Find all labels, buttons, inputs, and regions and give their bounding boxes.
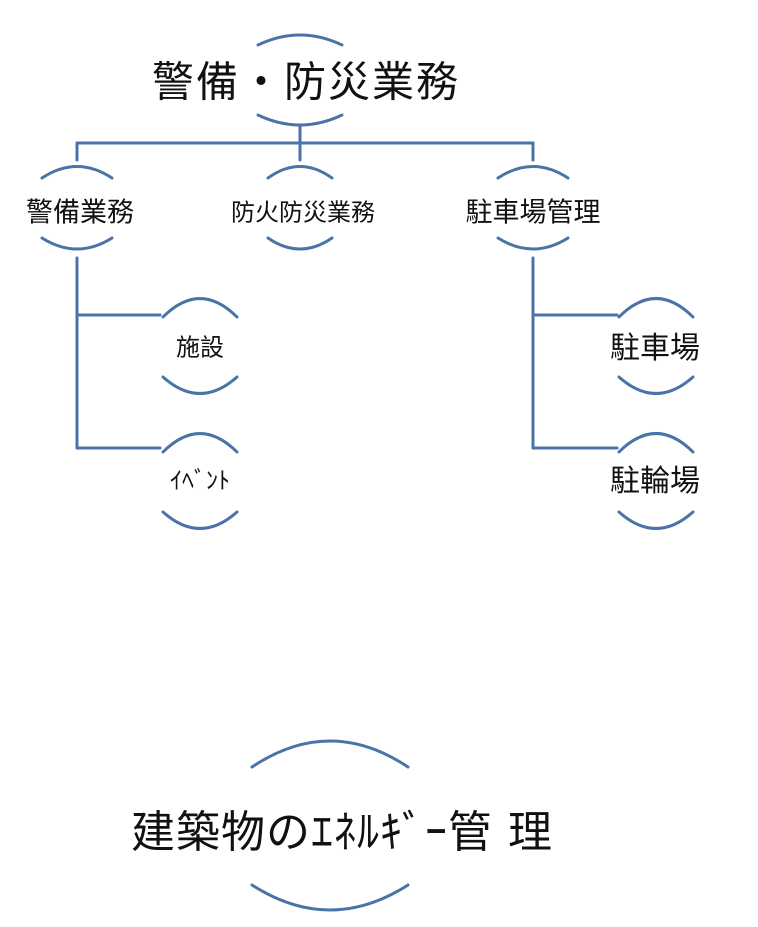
node-parking-top-arc	[496, 165, 570, 180]
node-shisetsu-bottom-arc	[161, 375, 239, 395]
bottom-node-top-arc	[250, 739, 410, 769]
node-chusha-label: 駐車場	[610, 331, 700, 366]
bottom-node-label: 建築物のｴﾈﾙｷﾞｰ管 理	[131, 807, 553, 858]
node-churin-bottom-arc	[617, 510, 695, 530]
node-event-top-arc	[161, 432, 239, 454]
node-parking-label: 駐車場管理	[465, 197, 601, 229]
node-chusha-bottom-arc	[617, 375, 695, 395]
node-churin-label: 駐輪場	[610, 464, 700, 499]
root-bus-line	[75, 125, 535, 145]
node-shisetsu-top-arc	[161, 297, 239, 319]
node-event-label: ｲﾍﾞﾝﾄ	[170, 466, 230, 495]
node-chusha-top-arc	[617, 297, 695, 319]
root-node-bottom-arc	[256, 113, 344, 127]
node-parking-bottom-arc	[496, 236, 570, 251]
node-shisetsu-label: 施設	[176, 333, 224, 362]
node-keibi-bottom-arc	[40, 236, 114, 251]
node-bouka-label: 防火防災業務	[231, 198, 375, 227]
node-event-bottom-arc	[161, 510, 239, 530]
root-node-label: 警備・防災業務	[151, 57, 461, 107]
bottom-node-bottom-arc	[250, 883, 410, 912]
node-bouka-top-arc	[266, 165, 334, 180]
node-bouka-bottom-arc	[266, 236, 334, 251]
root-node-top-arc	[256, 33, 344, 47]
node-keibi-label: 警備業務	[26, 197, 134, 229]
node-keibi-top-arc	[40, 165, 114, 180]
node-churin-top-arc	[617, 432, 695, 454]
